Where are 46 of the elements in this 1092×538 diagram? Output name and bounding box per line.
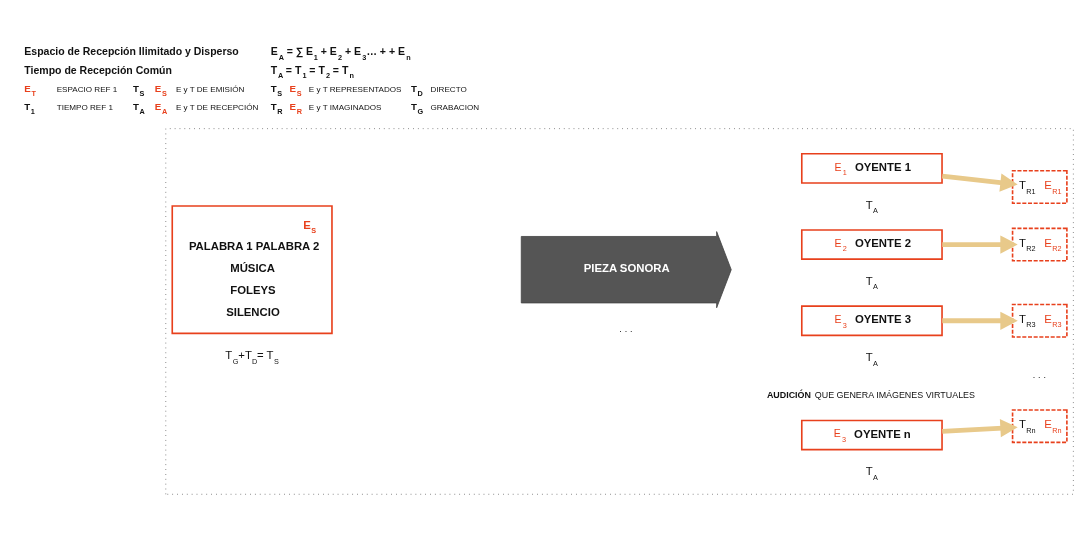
node-box: T$_{R2}$ E$_{R2}$	[1011, 227, 1068, 262]
node-label: T$_{A}$	[865, 274, 878, 291]
node-box: E$_{1}$ OYENTE 1	[800, 152, 943, 184]
label: ESPACIO REF 1	[56, 84, 118, 94]
node-label: T$_{A}$	[865, 198, 878, 215]
label: E$_{S}$	[154, 82, 167, 98]
label: E$_{S}$	[289, 82, 302, 98]
arrow	[942, 234, 1018, 254]
label: T$_{D}$	[411, 82, 423, 98]
label: Tiempo de Recepción Común	[24, 63, 172, 76]
arrow	[941, 173, 1018, 192]
label: T$_{G}$	[411, 100, 424, 116]
label: E$_{T}$	[24, 82, 37, 98]
label: T$_{G}$+T$_{D}$= T$_{S}$	[225, 348, 279, 366]
label: AUDICIÓN QUE GENERA IMÁGENES VIRTUALES	[766, 389, 975, 400]
label: E y T REPRESENTADOS	[308, 84, 402, 94]
label: · · ·	[1032, 371, 1047, 382]
label: E y T DE RECEPCIÓN	[175, 102, 259, 112]
node-box: E$_{S}$ PALABRA 1 PALABRA 2 MÚSICA FOLEYS SILENCIO	[171, 204, 333, 334]
label: T$_{S}$	[132, 82, 145, 98]
node-label: T$_{A}$	[865, 464, 878, 482]
node-box: E$_{2}$ OYENTE 2	[800, 228, 943, 260]
label: T$_{1}$	[24, 100, 35, 116]
arrow	[942, 311, 1018, 330]
cluster	[165, 127, 1074, 495]
label: · · ·	[618, 325, 633, 336]
label: T$_{R}$	[270, 100, 283, 116]
label: T$_{S}$	[270, 82, 283, 98]
label: TIEMPO REF 1	[56, 102, 113, 112]
node-box: T$_{Rn}$ E$_{Rn}$	[1011, 408, 1068, 443]
label: E y T DE EMISIÓN	[175, 84, 245, 94]
label: GRABACION	[430, 102, 480, 112]
node-box: E$_{3}$ OYENTE 3	[800, 304, 943, 336]
node-box: E$_{3}$ OYENTE n	[800, 419, 943, 450]
label: Espacio de Recepción Ilimitado y Disperso	[24, 44, 239, 57]
node-box: T$_{R1}$ E$_{R1}$	[1011, 169, 1068, 204]
node-label: T$_{A}$	[865, 350, 878, 368]
label: DIRECTO	[430, 84, 467, 94]
label: E$_{R}$	[289, 100, 302, 116]
label: E y T IMAGINADOS	[308, 102, 382, 112]
arrow	[942, 418, 1018, 437]
label: E$_{A}$ = ∑ E$_{1}$ + E$_{2}$ + E$_{3}$… + + E$_{n}$	[270, 44, 411, 62]
label: T$_{A}$ = T$_{1}$ = T$_{2}$ = T$_{n}$	[270, 63, 354, 80]
label: E$_{A}$	[154, 100, 168, 116]
label: T$_{A}$	[132, 100, 145, 116]
node-box: T$_{R3}$ E$_{R3}$	[1011, 303, 1068, 338]
